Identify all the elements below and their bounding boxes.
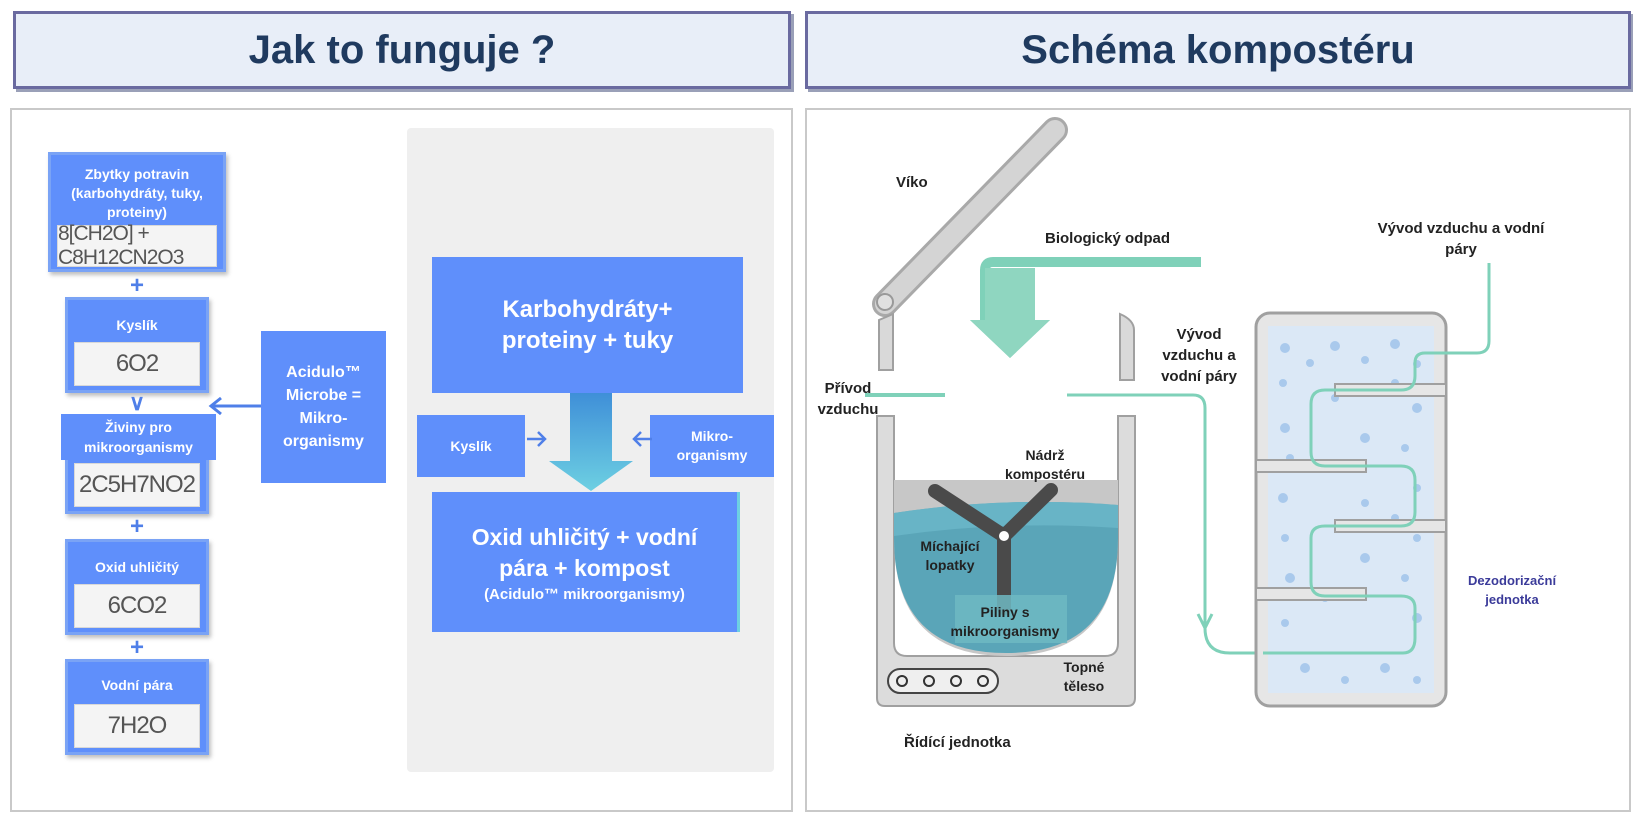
microbe-box: Acidulo™ Microbe = Mikro-organismy	[261, 331, 386, 483]
process-output-main: Oxid uhličitý + vodní pára + kompost	[471, 523, 698, 581]
label-paddles: Míchající lopatky	[920, 538, 980, 573]
plus-sign-2: +	[129, 513, 144, 540]
label-lid: Víko	[896, 174, 928, 191]
process-micro-box: Mikro-organismy	[650, 415, 774, 477]
flow-box-food-waste-formula: 8[CH2O] + C8H12CN2O3	[57, 222, 217, 269]
plus-sign-1: +	[129, 272, 144, 299]
label-deodorizer: Dezodorizační jednotka	[1467, 573, 1557, 607]
arrow-right-icon	[527, 431, 547, 447]
label-air-out-top: Vývod vzduchu a vodní páry	[1377, 220, 1545, 258]
label-heater: Topné těleso	[1063, 659, 1105, 694]
down-arrow-icon	[549, 393, 633, 491]
plus-sign-3: +	[129, 634, 144, 661]
header-right: Schéma kompostéru	[805, 11, 1631, 89]
flow-box-oxygen-formula: 6O2	[74, 342, 200, 386]
flow-box-water-vapor-formula: 7H2O	[74, 704, 200, 748]
label-air-in: Přívod vzduchu	[817, 380, 879, 418]
lid-graphic	[872, 117, 1068, 317]
chevron-down-icon: ∨	[128, 390, 146, 415]
process-output-box: Oxid uhličitý + vodní pára + kompost (Ac…	[432, 492, 740, 632]
arrow-left-icon-2	[632, 431, 652, 447]
header-right-title: Schéma kompostéru	[1021, 27, 1415, 72]
flow-box-water-vapor: Vodní pára 7H2O	[65, 659, 209, 755]
header-left-title: Jak to funguje ?	[248, 27, 556, 72]
process-input-box: Karbohydráty+ proteiny + tuky	[432, 257, 743, 393]
label-tank: Nádrž kompostéru	[1004, 447, 1086, 482]
flow-box-co2: Oxid uhličitý 6CO2	[65, 539, 209, 635]
flow-box-food-waste-title: Zbytky potravin (karbohydráty, tuky, pro…	[71, 166, 203, 220]
arrow-left-icon	[208, 396, 261, 416]
flow-box-oxygen: Kyslík 6O2	[65, 297, 209, 393]
label-bio-waste: Biologický odpad	[1045, 230, 1171, 247]
flow-box-nutrients-formula: 2C5H7NO2	[74, 463, 200, 507]
process-oxygen-box: Kyslík	[417, 415, 525, 477]
flow-box-water-vapor-title: Vodní pára	[101, 677, 173, 693]
header-left: Jak to funguje ?	[13, 11, 791, 89]
flow-box-food-waste: Zbytky potravin (karbohydráty, tuky, pro…	[48, 152, 226, 272]
label-air-out-mid: Vývod vzduchu a vodní páry	[1161, 326, 1237, 385]
process-output-sub: (Acidulo™ mikroorganismy)	[484, 585, 685, 603]
flow-box-oxygen-title: Kyslík	[116, 317, 158, 333]
flow-box-nutrients-title: Živiny pro mikroorganismy	[61, 414, 216, 460]
flow-box-co2-title: Oxid uhličitý	[94, 559, 179, 575]
label-sawdust: Piliny s mikroorganismy	[950, 604, 1060, 639]
flow-box-co2-formula: 6CO2	[74, 584, 200, 628]
label-control-unit: Řídící jednotka	[904, 734, 1011, 751]
composter-diagram	[865, 117, 1491, 708]
